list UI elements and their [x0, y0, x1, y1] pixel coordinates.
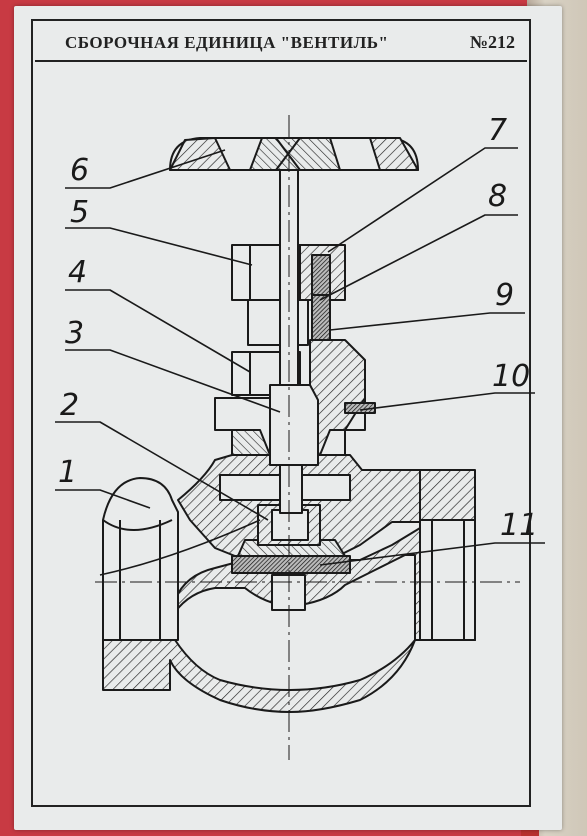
- callout-5: 5: [70, 195, 89, 230]
- callout-4: 4: [68, 255, 87, 290]
- callout-8: 8: [488, 179, 507, 214]
- drawing-number: №212: [469, 32, 515, 52]
- callout-10: 10: [492, 359, 530, 394]
- drawing-title: СБОРОЧНАЯ ЕДИНИЦА "ВЕНТИЛЬ": [65, 33, 389, 52]
- handwheel: [169, 137, 419, 171]
- callout-2: 2: [60, 388, 79, 423]
- callout-labels: 6 5 4 3 2 1 7 8 9 10 11: [58, 113, 538, 543]
- drawing-frame: [31, 19, 531, 807]
- callout-1: 1: [58, 455, 77, 490]
- callout-6: 6: [70, 153, 89, 188]
- title-block: СБОРОЧНАЯ ЕДИНИЦА "ВЕНТИЛЬ" №212: [35, 24, 527, 62]
- callout-7: 7: [488, 113, 507, 148]
- callout-3: 3: [65, 316, 84, 351]
- leader-lines: [55, 147, 545, 576]
- callout-11: 11: [500, 508, 538, 543]
- callout-9: 9: [495, 278, 514, 313]
